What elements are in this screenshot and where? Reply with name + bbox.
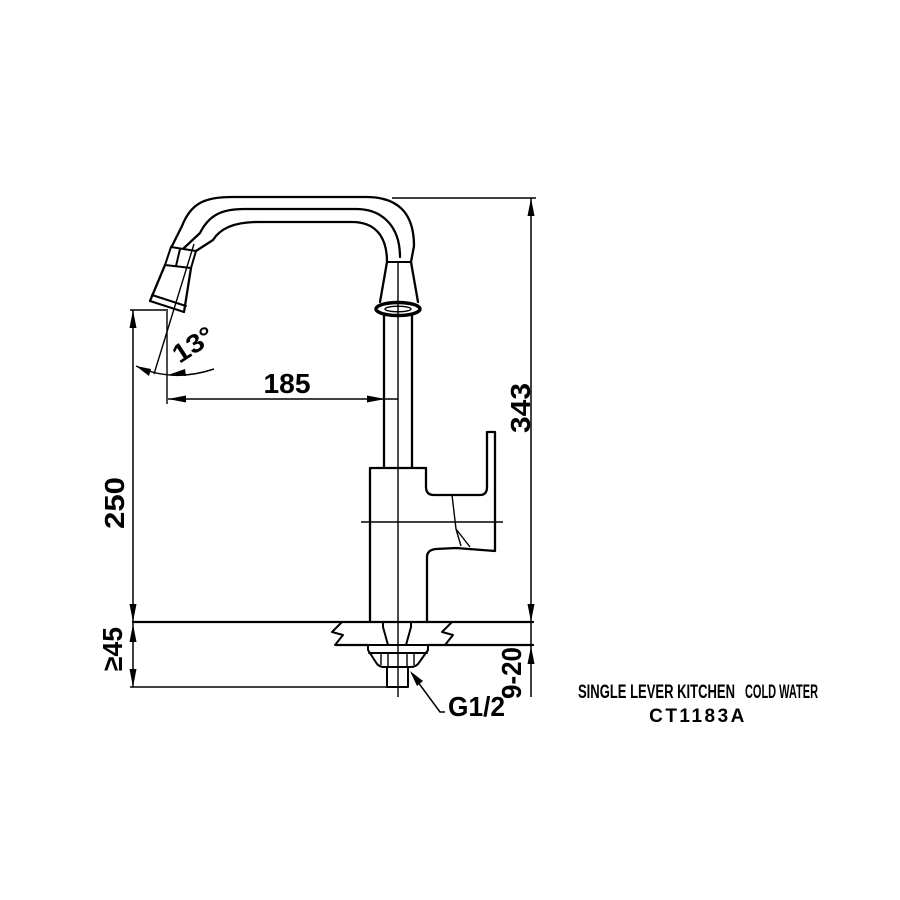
- arrow-mid-icon: [168, 369, 186, 376]
- handle-lever: [425, 430, 497, 624]
- head-collar: [164, 246, 197, 269]
- arrow-down-icon: [129, 669, 137, 687]
- arrow-up-icon: [527, 646, 535, 664]
- arrow-left-icon: [168, 395, 186, 403]
- title-block: SINGLE LEVER KITCHEN COLD WATER CT1183A: [578, 682, 818, 727]
- faucet-spout: [170, 195, 422, 697]
- body-outline: [368, 430, 489, 624]
- arrow-up-icon: [527, 198, 535, 216]
- head-nozzle-face: [149, 294, 187, 313]
- arrow-leader-icon: [410, 671, 423, 686]
- dimension-9-20: 9-20: [496, 646, 535, 699]
- dim-label-9-20: 9-20: [496, 647, 527, 699]
- callout-thread: G1/2: [410, 671, 505, 722]
- leader-line: [411, 673, 445, 713]
- riser-pipe: [382, 313, 414, 470]
- arrow-up-icon: [129, 310, 137, 328]
- dimension-185: 185: [166, 311, 398, 404]
- handle-joint-detail: [451, 494, 471, 548]
- inlet-shank: [386, 666, 409, 688]
- arrow-down-icon: [527, 604, 535, 622]
- spout-middle-line: [182, 207, 402, 259]
- arrow-up-icon: [129, 624, 137, 642]
- arrow-down-icon: [129, 604, 137, 622]
- spray-head: [148, 246, 197, 314]
- spout-inner-line: [194, 220, 389, 264]
- angle-axis-line: [153, 243, 195, 375]
- mounting-nut: [367, 644, 429, 688]
- model-number: CT1183A: [649, 706, 747, 727]
- deck-break-left: [331, 621, 344, 646]
- deck-break-right: [441, 621, 454, 646]
- water-type: COLD WATER: [745, 682, 818, 703]
- arrow-left-icon: [136, 366, 151, 376]
- dim-label-343: 343: [505, 383, 536, 433]
- dim-label-185: 185: [264, 368, 311, 399]
- dim-label-45: ≥45: [97, 627, 128, 671]
- nut-facets: [380, 653, 415, 667]
- faucet-body: [361, 430, 503, 624]
- thread-label: G1/2: [448, 691, 505, 722]
- spout-taper: [378, 260, 420, 304]
- arrow-right-icon: [367, 395, 385, 403]
- dim-label-250: 250: [99, 477, 130, 529]
- spout-outer-line: [170, 195, 416, 264]
- dimension-45: ≥45: [97, 624, 388, 688]
- nut-outline: [367, 644, 429, 668]
- dimension-343: 343: [392, 197, 536, 697]
- shank-through-deck: [382, 621, 412, 646]
- dim-label-angle: 13°: [166, 320, 219, 369]
- mounting-deck: [131, 620, 535, 647]
- product-name: SINGLE LEVER KITCHEN: [578, 682, 735, 703]
